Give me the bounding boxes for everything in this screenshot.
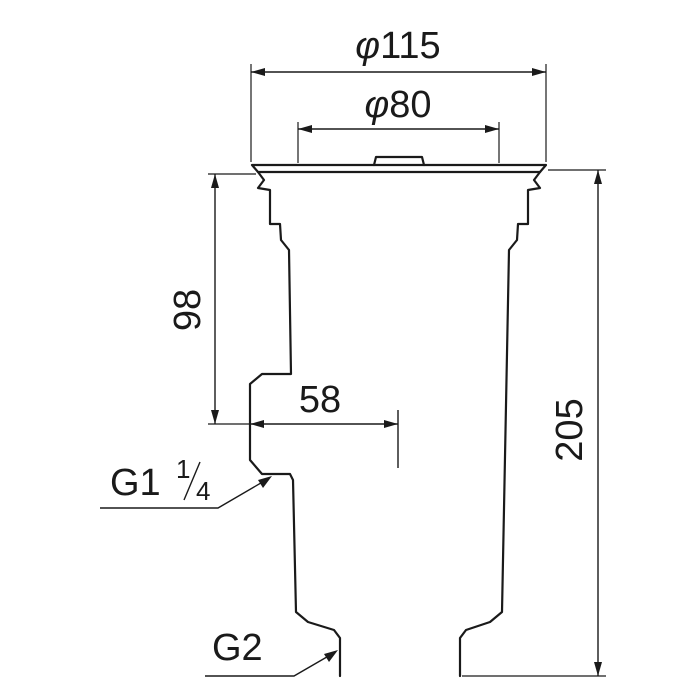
dim58-arrow-right [384,420,398,428]
dim98-arrow-bottom [211,410,219,424]
dim205-arrow-top [594,170,602,184]
phi115-arrow-right [532,68,546,76]
phi80-arrow-right [485,125,499,133]
g1-quarter-prefix: G1 [110,462,161,504]
dim205-arrow-bottom [594,662,602,676]
g1-quarter-denominator: 4 [196,476,210,506]
phi115-arrow-left [251,68,265,76]
dim98-label: 98 [167,289,209,331]
dim58-label: 58 [299,379,341,421]
g1-quarter-fraction-bar [183,461,201,501]
g2-leader [205,653,333,677]
g2-label: G2 [212,627,263,669]
dim58-arrow-left [250,420,264,428]
phi115-label: φ115 [355,25,440,67]
body-right-contour [458,170,542,678]
g1-quarter-numerator: 1 [176,454,190,484]
g2-leader-arrow [324,650,338,662]
g1-quarter-leader-arrow [258,476,272,488]
phi80-label: φ80 [364,84,431,126]
dim205-label: 205 [549,398,591,461]
cap-knob [372,155,426,167]
phi80-arrow-left [298,125,312,133]
g1-quarter-leader [100,479,267,509]
body-left-contour [248,170,342,678]
dim98-arrow-top [211,174,219,188]
top-flange [250,163,548,174]
